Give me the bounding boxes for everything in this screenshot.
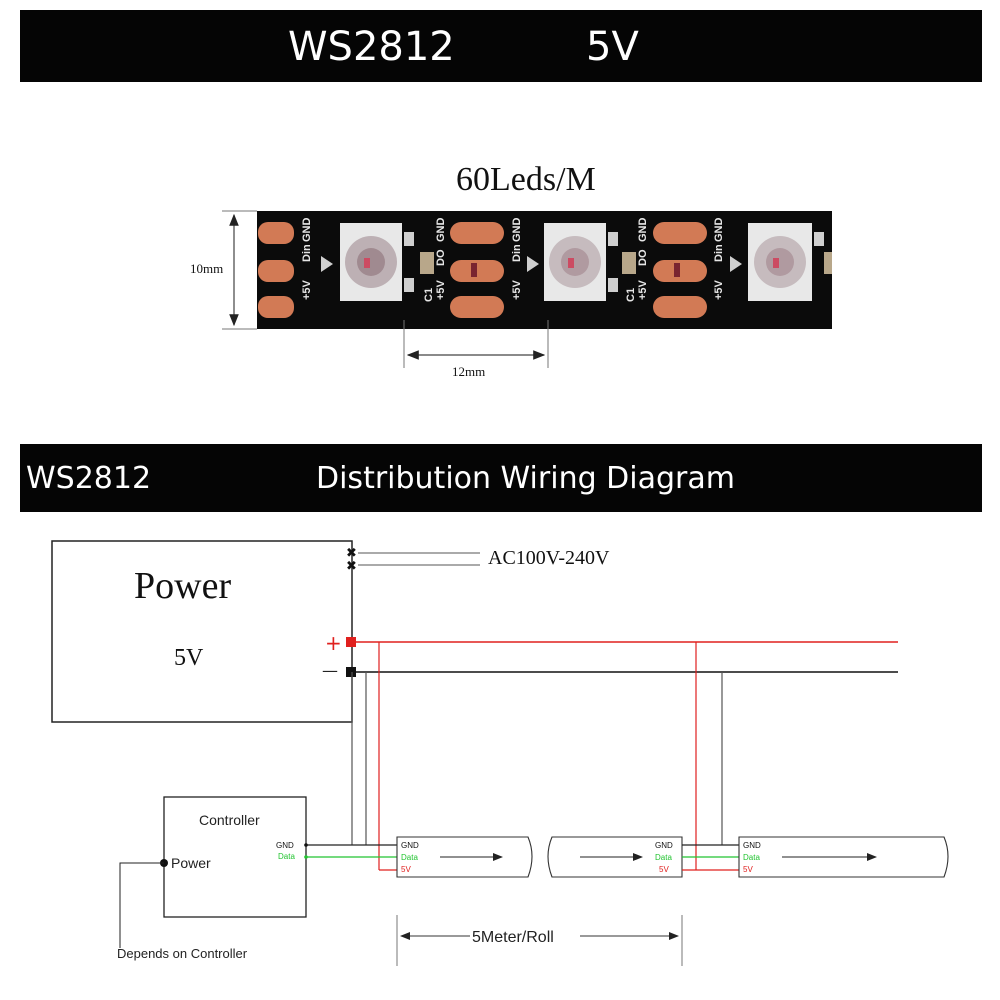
roll-length-dimension: 5Meter/Roll — [396, 915, 683, 966]
header-model: WS2812 — [288, 24, 455, 70]
gnd-pad — [258, 222, 294, 244]
strip2-data: Data — [655, 853, 672, 862]
cut-mark — [674, 263, 680, 277]
controller-gnd-label: GND — [276, 841, 294, 850]
led-emitter — [364, 258, 370, 268]
plus5v-label: +5V — [637, 279, 649, 300]
section-model: WS2812 — [26, 461, 152, 496]
strip-segment-3 — [738, 836, 949, 878]
roll-length-label: 5Meter/Roll — [472, 929, 554, 946]
depends-label: Depends on Controller — [117, 946, 248, 961]
power-supply-box — [51, 540, 353, 723]
controller-power-label: Power — [171, 855, 211, 871]
strip2-5v: 5V — [659, 865, 669, 874]
plus5v-pad-label: +5V — [301, 279, 313, 300]
din-label: Din — [713, 244, 725, 262]
minus-sign: — — [322, 661, 338, 680]
led-strip: +5V Din GND C1 +5V DO GND +5V Din GND C1 — [257, 211, 832, 329]
led-emitter — [568, 258, 574, 268]
direction-arrow-icon — [730, 256, 742, 272]
width-dimension: 10mm — [190, 210, 257, 330]
power-voltage: 5V — [174, 645, 204, 671]
gnd-pad-label: GND — [301, 218, 313, 243]
led-die — [766, 248, 794, 276]
ac-terminals: ✖ ✖ — [346, 546, 480, 574]
direction-arrow-icon — [321, 256, 333, 272]
led-leg — [608, 278, 618, 292]
strip3-data: Data — [743, 853, 760, 862]
led-leg — [608, 232, 618, 246]
strip-segment-1 — [396, 836, 533, 878]
plus5v-pad — [450, 296, 504, 318]
strip1-data: Data — [401, 853, 418, 862]
din-label: Din — [511, 244, 523, 262]
gnd-label: GND — [637, 218, 649, 243]
controller-power-wire — [119, 862, 164, 948]
terminal-x-icon: ✖ — [346, 546, 357, 561]
gnd-pad — [653, 222, 707, 244]
section-title: Distribution Wiring Diagram — [316, 461, 735, 496]
led-emitter — [773, 258, 779, 268]
controller-data-label: Data — [278, 852, 295, 861]
led-leg — [404, 232, 414, 246]
gnd-pad — [450, 222, 504, 244]
din-pad — [258, 260, 294, 282]
gnd-label: GND — [511, 218, 523, 243]
junction-dot — [304, 843, 308, 847]
led-leg — [814, 232, 824, 246]
plus-sign: + — [325, 631, 342, 655]
pitch-dimension: 12mm — [403, 320, 549, 379]
strip3-gnd: GND — [743, 841, 761, 850]
power-title: Power — [134, 565, 231, 607]
plus5v-label: +5V — [713, 279, 725, 300]
plus-terminal — [346, 637, 356, 647]
led-die — [357, 248, 385, 276]
section-bar: WS2812 Distribution Wiring Diagram — [20, 444, 982, 512]
cap-label: C1 — [625, 288, 637, 302]
plus5v-label: +5V — [511, 279, 523, 300]
led-die — [561, 248, 589, 276]
plus5v-label: +5V — [435, 279, 447, 300]
do-label: DO — [435, 249, 447, 266]
strip-segment-2 — [547, 836, 683, 878]
header-voltage: 5V — [586, 24, 639, 70]
gnd-label: GND — [713, 218, 725, 243]
junction-dot — [304, 855, 308, 859]
pitch-label: 12mm — [452, 364, 485, 379]
terminal-x-icon: ✖ — [346, 559, 357, 574]
cut-mark — [471, 263, 477, 277]
strip3-5v: 5V — [743, 865, 753, 874]
direction-arrow-icon — [527, 256, 539, 272]
led-leg — [404, 278, 414, 292]
controller-title: Controller — [199, 812, 260, 828]
cap-label: C1 — [423, 288, 435, 302]
strip1-gnd: GND — [401, 841, 419, 850]
strip2-gnd: GND — [655, 841, 673, 850]
width-label: 10mm — [190, 261, 223, 276]
minus-terminal — [346, 667, 356, 677]
gnd-label: GND — [435, 218, 447, 243]
strip1-5v: 5V — [401, 865, 411, 874]
plus5v-pad — [653, 296, 707, 318]
plus5v-pad — [258, 296, 294, 318]
capacitor — [420, 252, 434, 274]
ac-input-label: AC100V-240V — [488, 547, 610, 569]
capacitor — [824, 252, 832, 274]
din-pad-label: Din — [301, 244, 313, 262]
do-label: DO — [637, 249, 649, 266]
density-label: 60Leds/M — [456, 161, 596, 198]
capacitor — [622, 252, 636, 274]
header-bar: WS2812 5V — [20, 10, 982, 82]
